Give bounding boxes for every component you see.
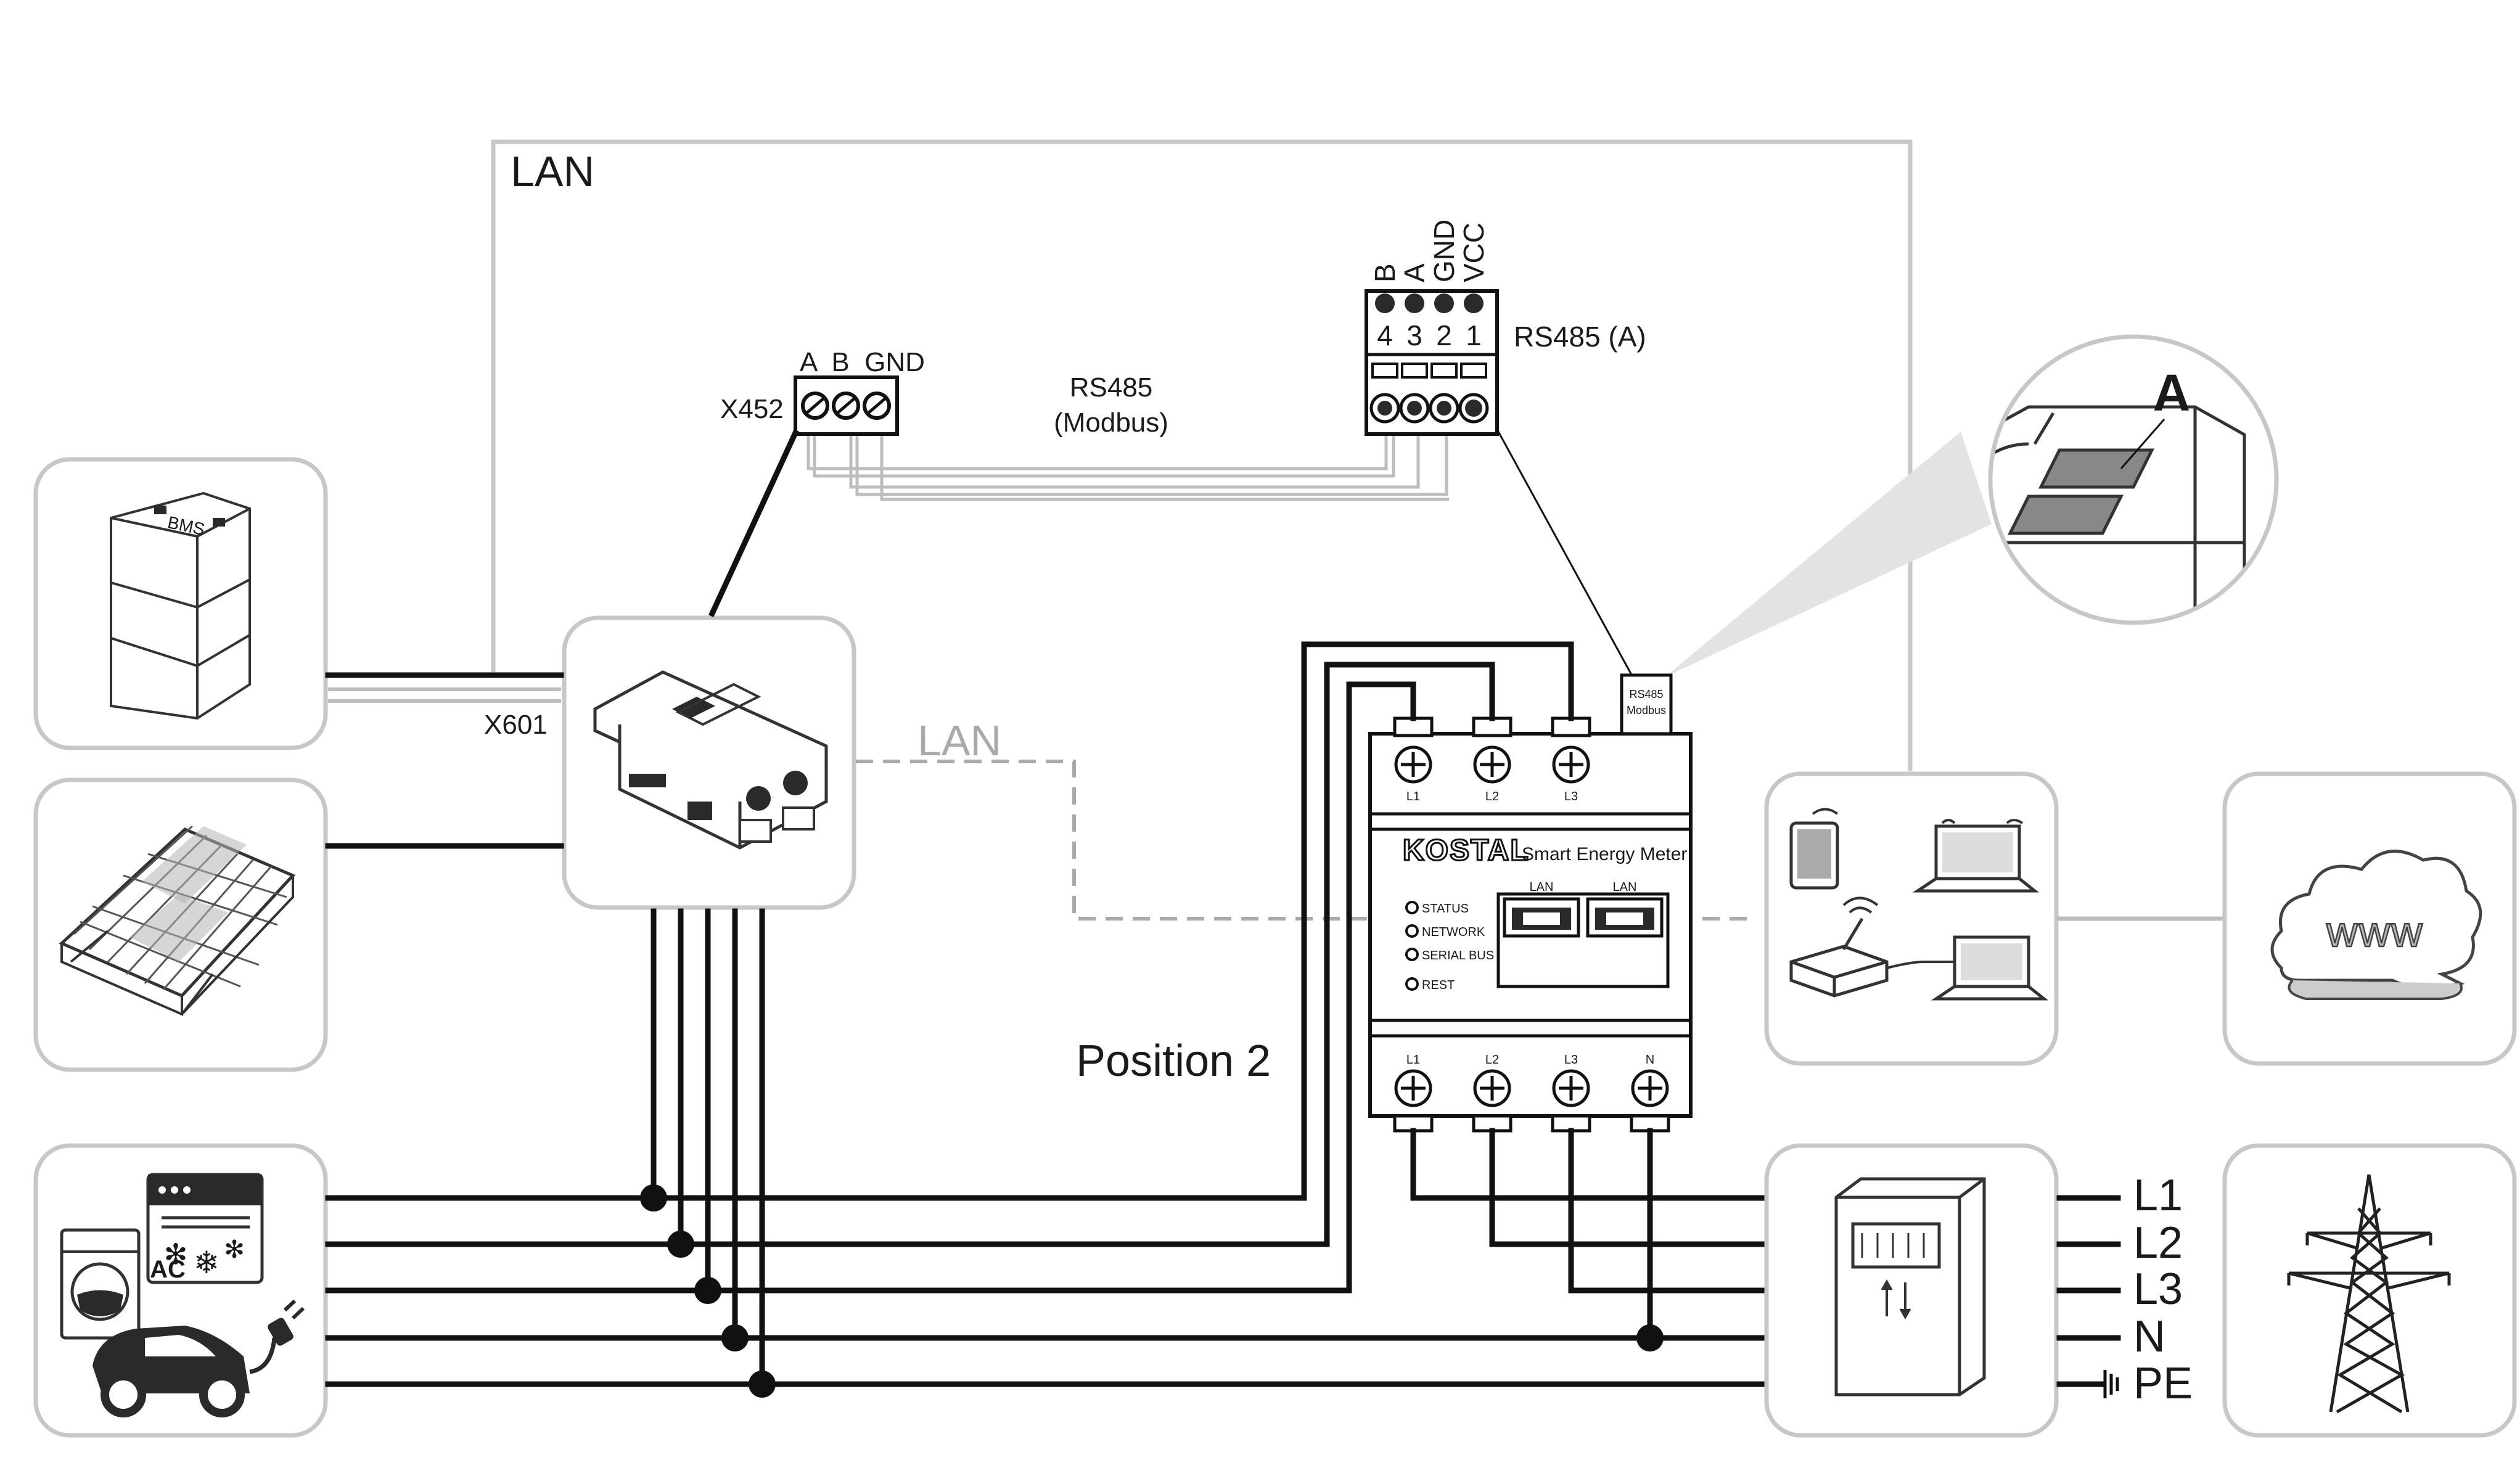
- pin-number-2: 2: [1436, 319, 1452, 351]
- pin-number-1: 1: [1466, 319, 1482, 351]
- meter-rs485-port-label: RS485: [1629, 688, 1663, 700]
- meter-bottom-n: N: [1646, 1053, 1654, 1067]
- pin-number-3: 3: [1406, 319, 1422, 351]
- svg-text:✻: ✻: [224, 1236, 245, 1263]
- meter-led-serial-bus: SERIAL BUS: [1422, 949, 1494, 962]
- grid-line-pe: PE: [2133, 1359, 2193, 1408]
- pin-name-b: B: [1369, 263, 1401, 282]
- lan-frame: [491, 139, 1913, 771]
- grid-line-n: N: [2133, 1312, 2165, 1361]
- meter-led-network: NETWORK: [1422, 925, 1485, 939]
- meter-bottom-l3: L3: [1564, 1053, 1578, 1067]
- household-loads-icon: ✻ ✻ ❄ AC: [60, 1173, 305, 1417]
- lan-frame-label: LAN: [511, 147, 594, 195]
- inverter-ac-wires: [640, 908, 776, 1398]
- meter-input-wires: [325, 641, 1767, 1387]
- meter-top-l1: L1: [1406, 790, 1420, 803]
- solar-panel-icon: [59, 825, 296, 1017]
- ac-label: AC: [150, 1256, 186, 1283]
- position-label: Position 2: [1076, 1036, 1271, 1086]
- meter-model: Smart Energy Meter: [1522, 844, 1687, 864]
- rs485-a-label: RS485 (A): [1514, 321, 1646, 353]
- pylon-box: [2222, 1143, 2517, 1438]
- meter-output-wires: [1410, 1128, 1767, 1351]
- meter-brand: KOSTAL: [1403, 834, 1530, 867]
- meter-top-l2: L2: [1485, 790, 1499, 803]
- grid-line-l2: L2: [2133, 1218, 2183, 1268]
- rs485-cable: [806, 425, 1449, 501]
- energy-meter-icon: [1834, 1177, 1986, 1396]
- pin-name-gnd: GND: [1428, 219, 1460, 282]
- internet-cloud-icon: www: [2270, 850, 2482, 1000]
- x452-pin-labels: A B GND: [800, 347, 925, 377]
- pin-number-4: 4: [1377, 319, 1393, 351]
- x452-label: X452: [720, 394, 784, 424]
- x452-terminal: [794, 375, 899, 436]
- network-devices-icon: [1789, 808, 2049, 1001]
- rs485-modbus-label: (Modbus): [1054, 408, 1168, 438]
- lan-dashed-label: LAN: [917, 716, 1001, 765]
- inverter-icon: [593, 670, 828, 850]
- rs485-label: RS485: [1070, 372, 1153, 403]
- pin-name-a: A: [1398, 263, 1430, 282]
- meter-lan-1: LAN: [1530, 880, 1554, 894]
- svg-text:❄: ❄: [194, 1245, 220, 1280]
- network-devices-box: [1764, 771, 2059, 1066]
- meter-led-status: STATUS: [1422, 902, 1469, 916]
- meter-modbus-port-label: Modbus: [1627, 704, 1666, 716]
- callout-magnifier: [1665, 334, 2279, 677]
- x601-label: X601: [484, 710, 548, 740]
- rs485-connector: [1365, 289, 1499, 436]
- dc-wires: [325, 429, 799, 849]
- grid-line-l3: L3: [2133, 1265, 2183, 1314]
- grid-wires-out: [2056, 1195, 2121, 1398]
- meter-lan-2: LAN: [1613, 880, 1637, 894]
- cloud-www: www: [2326, 908, 2424, 956]
- pin-name-vcc: VCC: [1458, 223, 1490, 282]
- callout-label: A: [2153, 364, 2191, 422]
- meter-bottom-l1: L1: [1406, 1053, 1420, 1067]
- battery-icon: BMS: [110, 491, 251, 720]
- smart-energy-meter: [1368, 673, 1693, 1133]
- meter-led-rest: REST: [1422, 978, 1455, 992]
- meter-top-l3: L3: [1564, 790, 1578, 803]
- meter-bottom-l2: L2: [1485, 1053, 1499, 1067]
- power-pylon-icon: [2287, 1174, 2451, 1414]
- svg-text:✻: ✻: [164, 1238, 188, 1270]
- grid-line-l1: L1: [2133, 1171, 2183, 1220]
